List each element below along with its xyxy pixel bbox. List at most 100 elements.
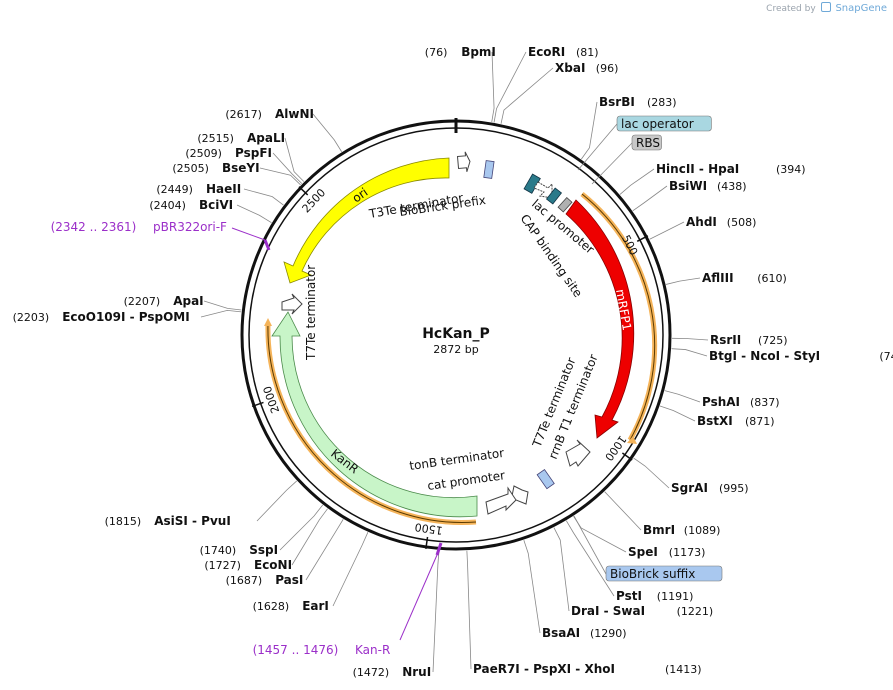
enzyme-name: SpeI <box>628 545 658 559</box>
enzyme-position: (1413) <box>665 663 702 676</box>
enzyme-leader-line <box>659 405 696 422</box>
boxed-feature-text: BioBrick suffix <box>610 567 695 581</box>
tonb-terminator-label: tonB terminator <box>408 446 505 473</box>
boxed-feature-leader <box>577 123 618 171</box>
enzyme-leader-line <box>604 491 642 531</box>
enzyme-name: BsiWI <box>669 179 707 193</box>
enzyme-position: (76) <box>425 46 448 59</box>
enzyme-position: (1221) <box>677 605 714 618</box>
enzyme-leader-line <box>236 204 272 224</box>
tick-label-500: 500 <box>619 233 640 258</box>
boxed-feature-rbs: RBS <box>631 134 662 151</box>
enzyme-site-econi: EcoNI(1727) <box>204 558 292 572</box>
enzyme-leader-line <box>493 51 527 123</box>
enzyme-name: BciVI <box>199 198 233 212</box>
tick-label-1500: 1500 <box>414 520 444 537</box>
enzyme-position: (1740) <box>200 544 237 557</box>
enzyme-leader-line <box>633 457 670 489</box>
tick-mark-2000 <box>251 401 264 408</box>
primer-name: pBR322ori-F <box>153 220 227 234</box>
enzyme-leader-line <box>500 67 554 124</box>
enzyme-position: (1191) <box>657 590 694 603</box>
enzyme-leader-line <box>259 167 301 186</box>
enzyme-site-bsaai: BsaAI(1290) <box>542 626 627 640</box>
enzyme-site-alwni: AlwNI (2617) <box>225 107 314 121</box>
mrfp1-cds-arc-core <box>581 193 656 441</box>
kan-r-primer-mark <box>435 542 443 556</box>
enzyme-position: (725) <box>758 334 788 347</box>
kan-r-leader <box>399 554 438 641</box>
enzyme-site-rsrii: RsrII (725) <box>710 333 788 347</box>
enzyme-site-spei: SpeI(1173) <box>628 545 705 559</box>
enzyme-leader-line <box>491 51 495 123</box>
lac-promoter-arrow <box>533 181 553 199</box>
enzyme-position: (1628) <box>253 600 290 613</box>
enzyme-site-apai: ApaI (2207) <box>124 294 204 308</box>
boxed-feature-text: RBS <box>636 136 660 150</box>
enzyme-site-afliii: AflIII(610) <box>702 271 787 285</box>
enzyme-leader-line <box>272 152 303 184</box>
primer-label-0: pBR322ori-F(2342 .. 2361) <box>51 220 227 234</box>
enzyme-name: AhdI <box>686 215 717 229</box>
cap-binding-site-box <box>545 187 563 205</box>
enzyme-leader-line <box>200 309 242 318</box>
enzyme-position: (2509) <box>185 147 222 160</box>
enzyme-name: ApaI <box>173 294 203 308</box>
enzyme-leader-line <box>203 300 242 311</box>
enzyme-position: (871) <box>745 415 775 428</box>
enzyme-name: BmrI <box>643 523 675 537</box>
enzyme-position: (2207) <box>124 295 161 308</box>
tick-mark-500 <box>636 235 649 243</box>
enzyme-name: AlwNI <box>275 107 314 121</box>
enzyme-position: (1727) <box>204 559 241 572</box>
tick-mark-1000 <box>621 452 633 461</box>
enzyme-position: (394) <box>776 163 806 176</box>
enzyme-position: (1687) <box>226 574 263 587</box>
enzyme-name: BpmI <box>461 45 496 59</box>
plasmid-name: HcKan_P <box>422 326 490 342</box>
enzyme-leader-line <box>279 504 324 551</box>
enzyme-site-hincii: HincII - HpaI (394) <box>656 162 806 176</box>
enzyme-position: (283) <box>647 96 677 109</box>
enzyme-position: (1089) <box>684 524 721 537</box>
kanr-cds-arc-core <box>267 322 477 523</box>
enzyme-name: HincII - HpaI <box>656 162 739 176</box>
primer-label-1: Kan-R (1457 .. 1476) <box>253 643 391 657</box>
enzyme-name: HaeII <box>206 182 241 196</box>
primer-range: (1457 .. 1476) <box>253 643 339 657</box>
primer-name: Kan-R <box>355 643 390 657</box>
enzyme-site-asisi: AsiSI - PvuI(1815) <box>105 514 231 528</box>
ori-feature <box>283 157 450 284</box>
pbr322ori-f-leader <box>231 227 266 241</box>
enzyme-name: BsrBI <box>599 95 635 109</box>
rbs-box <box>557 196 573 213</box>
enzyme-leader-line <box>291 508 328 566</box>
enzyme-position: (837) <box>750 396 780 409</box>
enzyme-leader-line <box>632 185 668 212</box>
boxed-feature-lac-operator: lac operator <box>616 115 712 132</box>
enzyme-leader-line <box>565 520 615 597</box>
enzyme-name: XbaI <box>555 61 585 75</box>
enzyme-leader-line <box>466 550 472 670</box>
biobrick-suffix-box <box>536 469 555 490</box>
enzyme-position: (1290) <box>590 627 627 640</box>
enzyme-name: DraI - SwaI <box>571 604 645 618</box>
enzyme-site-bstxi: BstXI(871) <box>697 414 775 428</box>
credit-text: Created by <box>766 4 816 14</box>
boxed-feature-bg <box>605 565 723 582</box>
enzyme-position: (508) <box>727 216 757 229</box>
enzyme-name: AflIII <box>702 271 734 285</box>
enzyme-name: NruI <box>402 665 431 679</box>
enzyme-position: (747) <box>879 350 893 363</box>
enzyme-site-bsiwi: BsiWI(438) <box>669 179 747 193</box>
enzyme-position: (2404) <box>149 199 186 212</box>
enzyme-site-ecori: EcoRI(81) <box>528 45 599 59</box>
enzyme-name: EcoRI <box>528 45 565 59</box>
enzyme-position: (2617) <box>225 108 262 121</box>
enzyme-name: RsrII <box>710 333 741 347</box>
enzyme-site-bseyi: BseYI(2505) <box>172 161 259 175</box>
boxed-feature-text: lac operator <box>621 117 694 131</box>
enzyme-leader-line <box>432 550 440 673</box>
boxed-feature-biobrick-suffix: BioBrick suffix <box>605 565 723 582</box>
